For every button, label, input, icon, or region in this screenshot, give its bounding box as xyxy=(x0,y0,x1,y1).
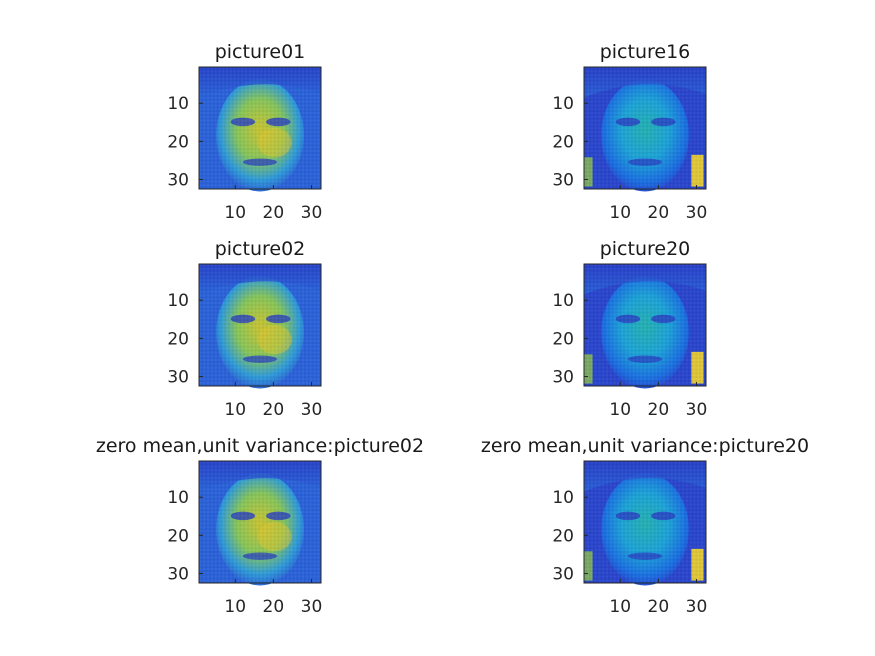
x-tick-label: 30 xyxy=(301,400,323,420)
subplot-6: zero mean,unit variance:picture20 10 20 30 1… xyxy=(481,435,809,617)
axes-frame xyxy=(198,66,322,190)
heatmap-image xyxy=(199,461,321,586)
heatmap-image xyxy=(584,264,706,389)
axes-frame xyxy=(198,460,322,584)
x-tick-label: 20 xyxy=(648,400,670,420)
x-tick-label: 20 xyxy=(263,203,285,223)
heatmap-image xyxy=(199,264,321,389)
x-tick-label: 10 xyxy=(609,400,631,420)
heatmap-image xyxy=(584,67,706,192)
x-tick-label: 10 xyxy=(224,203,246,223)
subplot-2: picture16 10 20 30 10 20 30 xyxy=(552,41,707,223)
x-tick-label: 30 xyxy=(301,597,323,617)
x-tick-label: 10 xyxy=(609,597,631,617)
x-tick-label: 20 xyxy=(648,597,670,617)
y-tick-label: 20 xyxy=(552,329,574,349)
axes-frame xyxy=(583,460,707,584)
subplot-1: picture01 10 20 30 10 20 30 xyxy=(167,41,322,223)
y-tick-label: 10 xyxy=(167,488,189,508)
y-tick-label: 20 xyxy=(167,526,189,546)
y-tick-label: 30 xyxy=(552,564,574,584)
y-tick-label: 20 xyxy=(552,526,574,546)
heatmap-image xyxy=(199,67,321,192)
y-tick-label: 10 xyxy=(167,291,189,311)
x-tick-label: 10 xyxy=(224,400,246,420)
y-tick-label: 10 xyxy=(167,94,189,114)
y-tick-label: 30 xyxy=(167,367,189,387)
axes-frame xyxy=(583,263,707,387)
axes-frame xyxy=(583,66,707,190)
y-tick-label: 10 xyxy=(552,488,574,508)
subplot-4: picture20 10 20 30 10 20 30 xyxy=(552,238,707,420)
subplot-title: zero mean,unit variance:picture02 xyxy=(96,435,424,457)
subplot-title: picture16 xyxy=(600,41,691,63)
x-tick-label: 20 xyxy=(648,203,670,223)
heatmap-image xyxy=(584,461,706,586)
x-tick-label: 30 xyxy=(686,203,708,223)
x-tick-label: 20 xyxy=(263,400,285,420)
subplot-title: picture01 xyxy=(215,41,306,63)
y-tick-label: 20 xyxy=(167,132,189,152)
x-tick-label: 30 xyxy=(301,203,323,223)
subplot-title: picture02 xyxy=(215,238,306,260)
x-tick-label: 10 xyxy=(609,203,631,223)
subplot-5: zero mean,unit variance:picture02 10 20 30 1… xyxy=(96,435,424,617)
x-tick-label: 10 xyxy=(224,597,246,617)
x-tick-label: 30 xyxy=(686,597,708,617)
x-tick-label: 30 xyxy=(686,400,708,420)
y-tick-label: 20 xyxy=(552,132,574,152)
x-tick-label: 20 xyxy=(263,597,285,617)
axes-frame xyxy=(198,263,322,387)
subplot-title: picture20 xyxy=(600,238,691,260)
y-tick-label: 30 xyxy=(167,170,189,190)
y-tick-label: 30 xyxy=(552,367,574,387)
subplot-title: zero mean,unit variance:picture20 xyxy=(481,435,809,457)
y-tick-label: 10 xyxy=(552,94,574,114)
y-tick-label: 30 xyxy=(552,170,574,190)
subplot-3: picture02 10 20 30 10 20 30 xyxy=(167,238,322,420)
y-tick-label: 10 xyxy=(552,291,574,311)
y-tick-label: 30 xyxy=(167,564,189,584)
y-tick-label: 20 xyxy=(167,329,189,349)
